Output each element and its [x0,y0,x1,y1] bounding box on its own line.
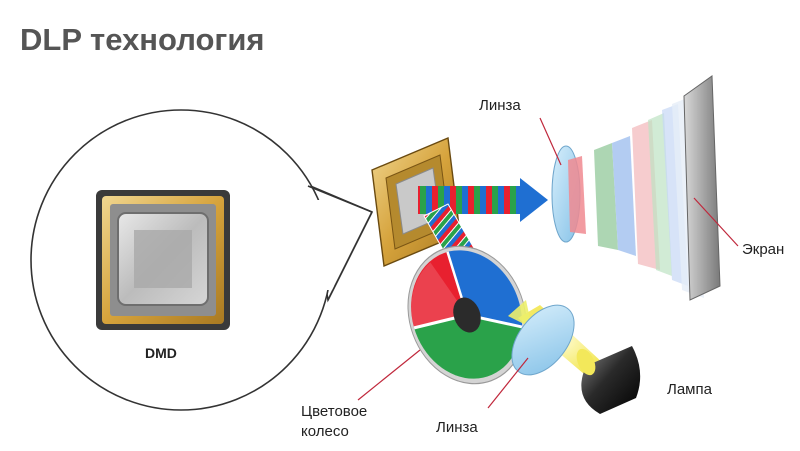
page-title: DLP технология [20,22,264,57]
lamp-label: Лампа [667,381,713,398]
dmd-callout: DMD [30,109,374,411]
lamp [576,346,641,414]
projected-color-bands [568,96,704,298]
screen [683,75,721,301]
dmd-label: DMD [145,345,177,361]
color-wheel-label-line2: колесо [301,423,349,440]
color-wheel-label-line1: Цветовое [301,403,367,420]
lens-bottom-label: Линза [436,419,478,436]
bottom-lens [511,304,575,376]
dmd-chip-closeup [96,190,230,330]
leader-lines [357,117,739,409]
leader-lens-top [539,117,562,166]
color-wheel [407,245,527,385]
lens-top-label: Линза [479,97,521,114]
reflected-light-beam [418,178,548,222]
screen-label: Экран [742,241,784,258]
leader-color-wheel [357,349,421,401]
leader-screen [693,197,739,247]
leader-lens-bottom [487,357,529,409]
